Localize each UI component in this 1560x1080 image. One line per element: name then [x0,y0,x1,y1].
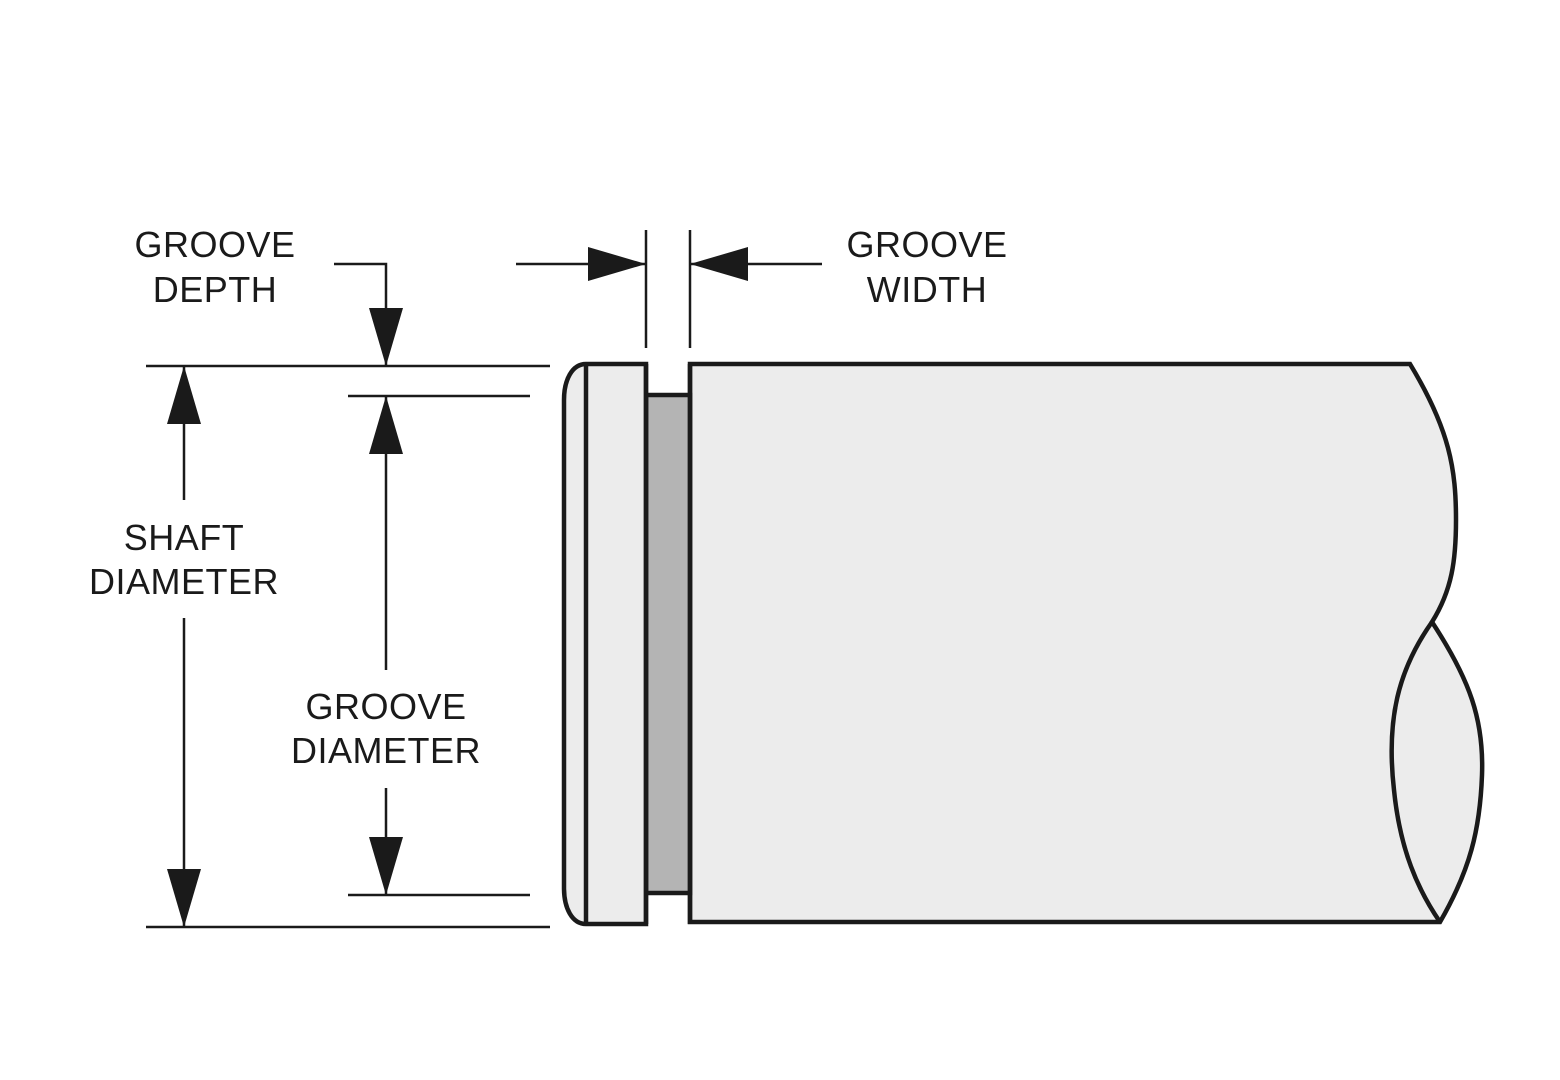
groove-diameter-label-line1: GROOVE [305,686,466,727]
groove-diameter-label-line2: DIAMETER [291,730,481,771]
groove-depth-leader [334,262,403,366]
groove-width-label-line2: WIDTH [867,269,987,310]
shaft-break-curve [1389,620,1442,924]
groove-band [643,392,693,896]
groove-depth-label-line1: GROOVE [134,224,295,265]
groove-width-label-line1: GROOVE [846,224,1007,265]
groove-depth-label-line2: DEPTH [153,269,278,310]
shaft-end-collar [561,361,649,927]
shaft-diameter-label-line2: DIAMETER [89,561,279,602]
shaft-main-body [687,361,1485,925]
shaft-diameter-label-line1: SHAFT [124,517,245,558]
